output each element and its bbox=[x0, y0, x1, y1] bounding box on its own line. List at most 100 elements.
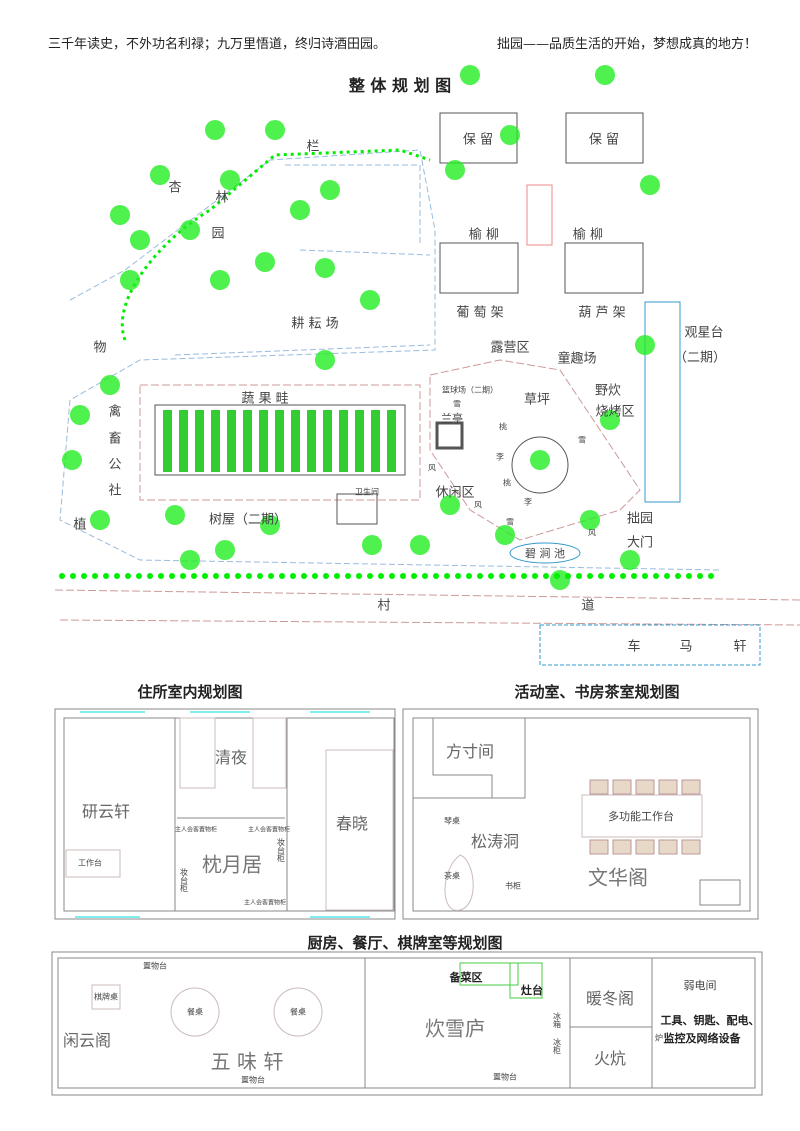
fridge: 冰箱 bbox=[552, 1012, 562, 1028]
hedge-shrub bbox=[180, 573, 186, 579]
chair bbox=[612, 839, 632, 855]
site-plan-title: 整 体 规 划 图 bbox=[348, 76, 452, 95]
tree-icon bbox=[150, 165, 170, 185]
tree-icon bbox=[205, 120, 225, 140]
label-pond: 碧 涧 池 bbox=[525, 547, 565, 560]
crop-row bbox=[243, 410, 252, 472]
hedge-shrub bbox=[169, 573, 175, 579]
hedge-shrub bbox=[213, 573, 219, 579]
tree-icon bbox=[180, 550, 200, 570]
tree-icon bbox=[62, 450, 82, 470]
hedge-shrub bbox=[466, 573, 472, 579]
hedge-shrub bbox=[70, 573, 76, 579]
hedge-shrub bbox=[136, 573, 142, 579]
label-pavilion: 兰亭 bbox=[441, 412, 463, 425]
tree-icon bbox=[110, 205, 130, 225]
hedge-shrub bbox=[433, 573, 439, 579]
equipment-line-1: 工具、钥匙、配电、 bbox=[660, 1014, 760, 1027]
tree-icon bbox=[320, 180, 340, 200]
label-gate-1: 拙园 bbox=[626, 511, 654, 527]
hedge-shrub bbox=[92, 573, 98, 579]
label-star-2: （二期） bbox=[673, 350, 727, 366]
hedge-shrub bbox=[510, 573, 516, 579]
tree-icon bbox=[500, 125, 520, 145]
hedge-shrub bbox=[422, 573, 428, 579]
hedge-shrub bbox=[444, 573, 450, 579]
hedge-shrub bbox=[565, 573, 571, 579]
closet-2: 主人会客置物柜 bbox=[247, 826, 291, 834]
stove: 灶台 bbox=[521, 984, 543, 997]
hedge-shrub bbox=[334, 573, 340, 579]
label-grape: 葡 萄 架 bbox=[456, 305, 504, 321]
chair bbox=[681, 839, 701, 855]
crop-row bbox=[211, 410, 220, 472]
room-zhenyue: 枕月居 bbox=[202, 852, 262, 877]
label-star-1: 观星台 bbox=[684, 325, 724, 341]
hedge-shrub bbox=[455, 573, 461, 579]
hedge-shrub bbox=[323, 573, 329, 579]
chair bbox=[612, 779, 632, 795]
hedge-shrub bbox=[521, 573, 527, 579]
activity-title: 活动室、书房茶室规划图 bbox=[514, 683, 680, 701]
label-parking-3: 轩 bbox=[733, 639, 747, 655]
hedge-shrub bbox=[664, 573, 670, 579]
label-leisure: 休闲区 bbox=[435, 485, 475, 501]
tree-icon bbox=[265, 120, 285, 140]
hedge-shrub bbox=[653, 573, 659, 579]
hedge-shrub bbox=[202, 573, 208, 579]
label-court: 篮球场（二期） bbox=[442, 385, 498, 395]
dining-table-2: 餐桌 bbox=[290, 1007, 306, 1017]
hedge-shrub bbox=[554, 573, 560, 579]
hedge-shrub bbox=[345, 573, 351, 579]
crop-row bbox=[227, 410, 236, 472]
path-char: 雪 bbox=[453, 399, 461, 409]
work-desk: 工作台 bbox=[78, 858, 102, 868]
tree-icon bbox=[290, 200, 310, 220]
hedge-shrub bbox=[301, 573, 307, 579]
hedge-shrub bbox=[224, 573, 230, 579]
hedge-shrub bbox=[279, 573, 285, 579]
room-qingye: 清夜 bbox=[214, 748, 248, 767]
tree-icon bbox=[100, 375, 120, 395]
chair bbox=[658, 839, 678, 855]
freezer: 冰柜 bbox=[552, 1038, 562, 1054]
hedge-shrub bbox=[125, 573, 131, 579]
chair bbox=[658, 779, 678, 795]
label-reserve-1: 保 留 bbox=[462, 132, 494, 148]
closet-3: 主人会客置物柜 bbox=[243, 899, 287, 907]
tree-icon bbox=[255, 252, 275, 272]
hedge-shrub bbox=[686, 573, 692, 579]
chair bbox=[681, 779, 701, 795]
hedge-shrub bbox=[620, 573, 626, 579]
label-parking-2: 马 bbox=[679, 639, 693, 655]
tea-table: 茶桌 bbox=[444, 871, 460, 881]
path-char: 桃 bbox=[503, 478, 511, 488]
tree-icon bbox=[70, 405, 90, 425]
tree-icon bbox=[215, 540, 235, 560]
tree-icon bbox=[165, 505, 185, 525]
label-gourd: 葫 芦 架 bbox=[578, 305, 626, 321]
label-kids: 童趣场 bbox=[557, 351, 597, 367]
room-fangcun: 方寸间 bbox=[445, 742, 495, 761]
hedge-shrub bbox=[576, 573, 582, 579]
tree-icon bbox=[600, 410, 620, 430]
prep-area: 备菜区 bbox=[449, 971, 483, 984]
path-char: 风 bbox=[428, 463, 436, 473]
label-poultry-2: 畜 bbox=[108, 431, 122, 447]
path-char: 雪 bbox=[506, 517, 514, 527]
closet-1: 主人会客置物柜 bbox=[174, 826, 218, 834]
tree-icon bbox=[635, 335, 655, 355]
path-char: 雪 bbox=[578, 435, 586, 445]
room-ruodian: 弱电间 bbox=[683, 979, 717, 992]
label-road-1: 村 bbox=[377, 598, 391, 614]
hedge-shrub bbox=[675, 573, 681, 579]
tree-icon bbox=[580, 510, 600, 530]
dresser-1: 妆台柜 bbox=[179, 868, 189, 892]
tree-icon bbox=[210, 270, 230, 290]
hedge-shrub bbox=[246, 573, 252, 579]
tree-icon bbox=[130, 230, 150, 250]
label-poultry-4: 社 bbox=[108, 483, 122, 499]
crop-row bbox=[291, 410, 300, 472]
label-veg: 蔬 果 畦 bbox=[241, 391, 289, 407]
